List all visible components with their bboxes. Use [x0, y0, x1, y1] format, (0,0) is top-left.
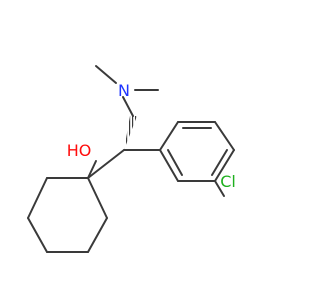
ring-bond: [87, 217, 108, 253]
ring-bond: [87, 177, 108, 219]
chemical-structure: N HO Cl: [27, 65, 236, 253]
ring-bond: [27, 177, 48, 219]
bonds: [27, 65, 235, 253]
methyl-bond: [95, 65, 117, 84]
quaternary-bond: [87, 149, 125, 179]
aromatic-double-bond: [167, 149, 183, 176]
chlorine-label: Cl: [220, 172, 236, 191]
nitrogen-label: N: [118, 81, 130, 100]
atom-labels: N HO Cl: [67, 81, 236, 191]
hashed-wedge-bond: [124, 116, 137, 150]
aromatic-bond: [214, 149, 235, 182]
aromatic-double-bond: [211, 149, 228, 176]
ring-bond: [27, 217, 48, 253]
aromatic-bond: [159, 149, 179, 182]
hydroxyl-label: HO: [67, 141, 92, 160]
aromatic-bond: [159, 121, 179, 151]
chlorine-bond: [214, 180, 225, 197]
aromatic-bond: [214, 121, 235, 151]
oxygen-bond: [87, 160, 97, 179]
amine-bond: [122, 96, 134, 117]
